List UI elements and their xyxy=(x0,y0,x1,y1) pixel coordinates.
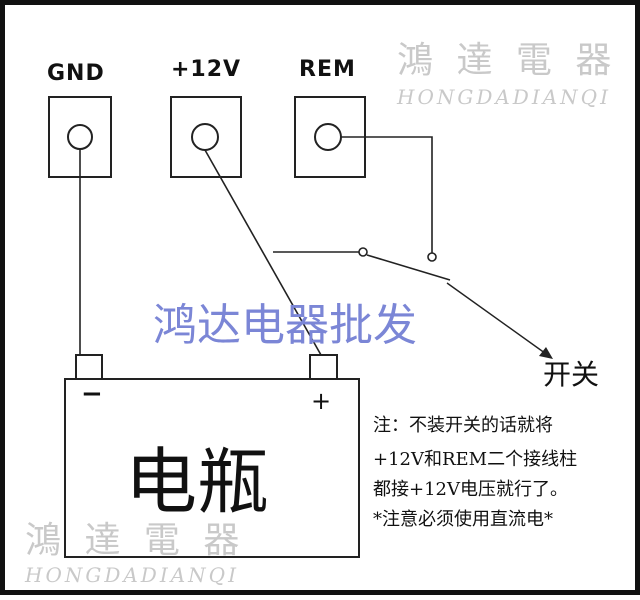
rem-wire xyxy=(341,136,433,253)
watermark-company-cn-bottom: 鴻 達 電 器 xyxy=(25,520,246,561)
watermark-company-en-top: HONGDADIANQI xyxy=(397,85,611,109)
note-line-4: *注意必须使用直流电* xyxy=(373,509,553,530)
note-line-1: 注：不装开关的话就将 xyxy=(373,415,553,436)
battery-positive-sign: + xyxy=(311,387,332,415)
switch-contact-left xyxy=(358,247,368,257)
switch-lever xyxy=(366,254,451,281)
switch-pointer-line xyxy=(446,282,550,357)
switch-label: 开关 xyxy=(543,358,600,391)
switch-contact-right xyxy=(427,252,437,262)
gnd-label: GND xyxy=(47,61,105,86)
battery-body xyxy=(64,378,360,558)
plus12v-wire xyxy=(204,149,322,356)
rem-label: REM xyxy=(299,57,356,82)
battery-positive-post xyxy=(309,354,338,380)
watermark-center-text: 鸿达电器批发 xyxy=(153,300,417,351)
note-line-3: 都接+12V电压就行了。 xyxy=(373,479,568,500)
plus12v-label: +12V xyxy=(171,57,242,82)
battery-negative-post xyxy=(75,354,103,380)
wiring-diagram xyxy=(48,96,553,558)
note-line-2: +12V和REM二个接线柱 xyxy=(373,449,578,470)
watermark-company-cn-top: 鴻 達 電 器 xyxy=(397,40,618,81)
plus12v-terminal-screw xyxy=(191,123,219,151)
rem-terminal-screw xyxy=(314,123,342,151)
battery-label: 电瓶 xyxy=(125,440,270,524)
switch-pointer-arrowhead xyxy=(539,347,553,359)
watermark-company-en-bottom: HONGDADIANQI xyxy=(25,563,239,587)
gnd-terminal-screw xyxy=(67,124,93,150)
battery-negative-sign: − xyxy=(81,379,103,409)
plus12v-terminal-box xyxy=(170,96,242,178)
